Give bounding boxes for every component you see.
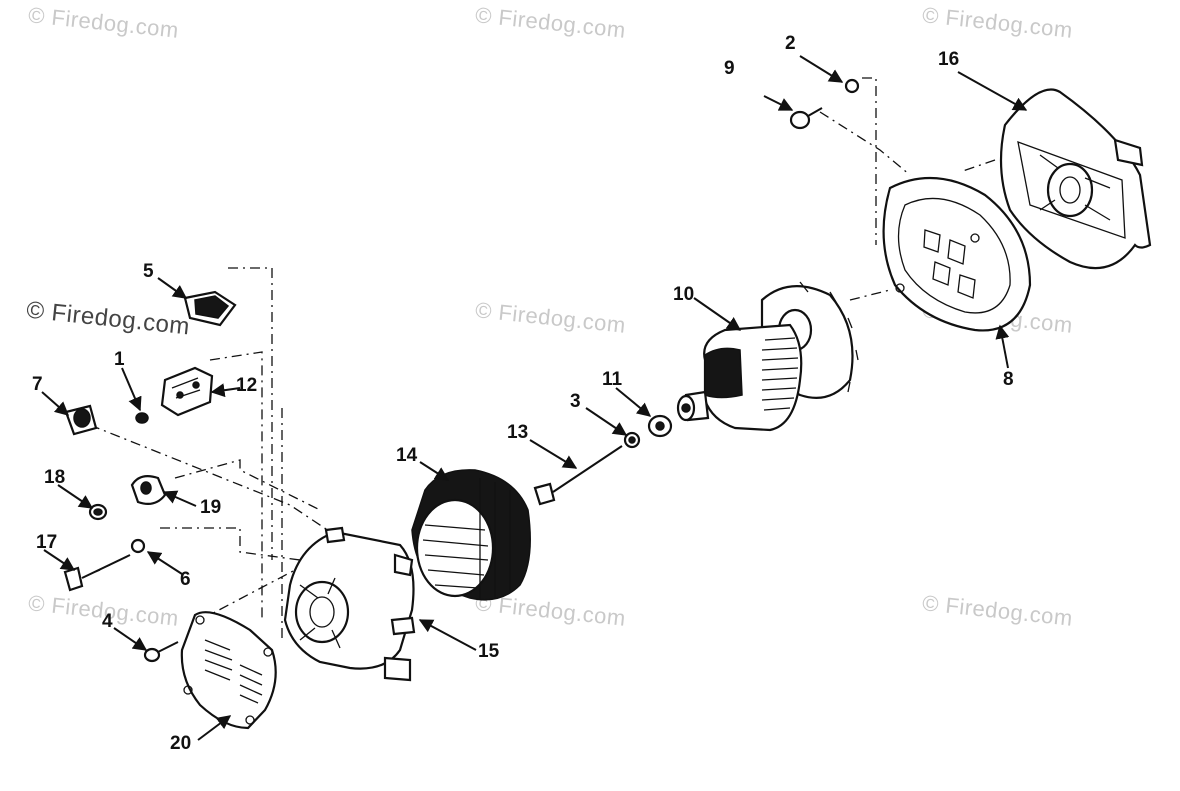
part-9-screw — [789, 107, 823, 130]
callout-20: 20 — [170, 733, 192, 754]
part-19-clip — [130, 475, 167, 505]
part-16-rear-cover — [999, 88, 1152, 270]
part-18-screw — [88, 503, 108, 521]
callout-19: 19 — [200, 497, 222, 518]
part-14-stator — [411, 469, 531, 601]
callout-11: 11 — [602, 369, 623, 390]
part-13-bolt — [533, 445, 623, 506]
part-3-washer — [623, 431, 641, 449]
callout-5: 5 — [143, 261, 154, 282]
assembly-guide-lines — [89, 77, 996, 640]
part-20-end-cover — [180, 611, 277, 730]
part-2-washer — [844, 78, 860, 94]
callout-13: 13 — [507, 422, 529, 443]
callout-18: 18 — [44, 467, 66, 488]
callout-6: 6 — [180, 569, 191, 590]
callout-17: 17 — [36, 532, 58, 553]
part-8-housing — [882, 176, 1032, 332]
part-12-bracket — [160, 366, 214, 417]
callout-3: 3 — [570, 391, 581, 412]
part-5-cover-pad — [183, 290, 237, 327]
callout-10: 10 — [673, 284, 695, 305]
callout-4: 4 — [102, 611, 113, 632]
leader-arrows — [41, 55, 1028, 741]
callout-7: 7 — [32, 374, 43, 395]
part-7-bushing — [64, 404, 98, 436]
callout-14: 14 — [396, 445, 418, 466]
callout-9: 9 — [724, 58, 735, 79]
callout-12: 12 — [236, 375, 258, 396]
part-4-screw — [143, 641, 179, 663]
part-10-rotor — [676, 281, 859, 432]
callout-8: 8 — [1003, 369, 1014, 390]
part-11-spacer — [647, 414, 673, 438]
part-17-bolt — [63, 554, 131, 592]
callout-16: 16 — [938, 49, 960, 70]
callout-1: 1 — [114, 349, 125, 370]
part-6-washer — [130, 538, 146, 554]
part-15-end-bell — [283, 526, 416, 682]
callout-2: 2 — [785, 33, 796, 54]
part-1-screw — [135, 412, 149, 424]
callout-15: 15 — [478, 641, 500, 662]
